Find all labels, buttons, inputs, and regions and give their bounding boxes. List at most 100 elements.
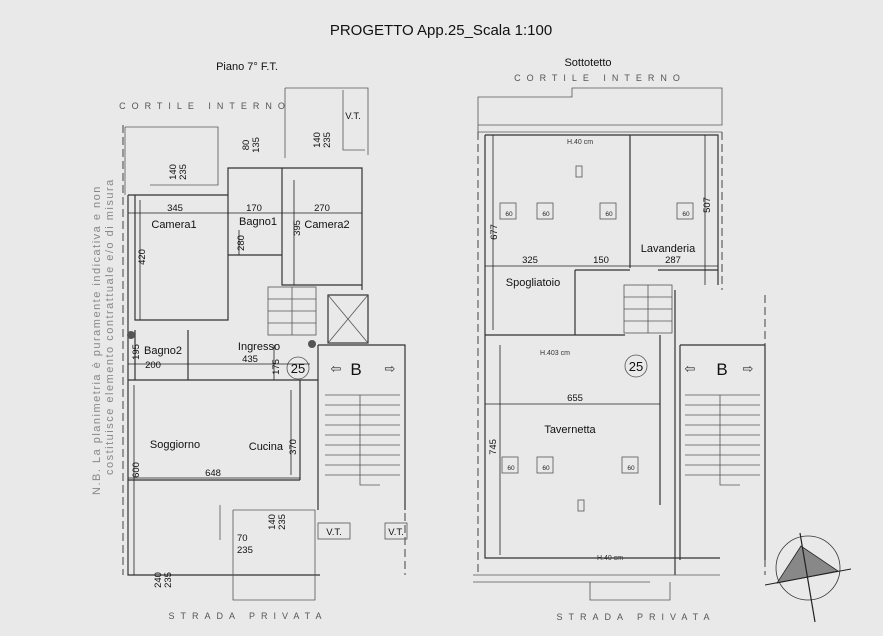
dim-287: 287 bbox=[665, 255, 681, 266]
dim-200: 200 bbox=[145, 360, 161, 371]
dim-600: 600 bbox=[131, 462, 142, 478]
stair-steps bbox=[268, 287, 316, 335]
vt-label: V.T. bbox=[388, 527, 404, 538]
top-balcony bbox=[124, 126, 219, 195]
left-plan-heading: Piano 7° F.T. bbox=[216, 61, 278, 73]
dim-648: 648 bbox=[205, 468, 221, 479]
dim-235: 235 bbox=[178, 164, 189, 180]
room-lavanderia: Lavanderia bbox=[641, 243, 696, 255]
dim-370: 370 bbox=[288, 439, 299, 455]
right-top-label: CORTILE INTERNO bbox=[514, 73, 686, 83]
elevator-cross bbox=[327, 294, 369, 344]
skylight: 60 bbox=[621, 456, 639, 474]
arrow-right-icon: ⇨ bbox=[385, 361, 396, 376]
skylight-size: 60 bbox=[605, 211, 613, 218]
stair-letter: B bbox=[716, 360, 727, 379]
skylight: 60 bbox=[676, 202, 694, 220]
dim-195: 195 bbox=[131, 344, 142, 360]
room-bagno2: Bagno2 bbox=[144, 345, 182, 357]
stair-core-steps bbox=[325, 394, 400, 486]
left-walls bbox=[127, 167, 363, 576]
chimney bbox=[577, 499, 585, 512]
room-ingresso: Ingresso bbox=[238, 341, 280, 353]
skylight: 60 bbox=[501, 456, 519, 474]
dim-435: 435 bbox=[242, 354, 258, 365]
skylight: 60 bbox=[536, 456, 554, 474]
dim-420: 420 bbox=[137, 249, 148, 265]
skylight-size: 60 bbox=[507, 465, 515, 472]
left-plan: Piano 7° F.T. CORTILE INTERNO STRADA PRI… bbox=[119, 61, 408, 621]
height-mid: H.403 cm bbox=[540, 350, 570, 357]
left-dimension-values: 345 170 270 420 280 395 80 135 140 235 1… bbox=[131, 132, 333, 588]
vt-box bbox=[384, 522, 408, 540]
room-spogliatoio: Spogliatoio bbox=[506, 277, 560, 289]
skylight: 60 bbox=[599, 202, 617, 220]
arrow-right-icon: ⇨ bbox=[743, 361, 754, 376]
room-camera2: Camera2 bbox=[304, 219, 349, 231]
stair-core-steps bbox=[685, 394, 760, 486]
skylight-size: 60 bbox=[542, 211, 550, 218]
dim-140: 140 bbox=[312, 132, 323, 148]
dim-677: 677 bbox=[489, 224, 500, 240]
dim-345: 345 bbox=[167, 203, 183, 214]
skylight-size: 60 bbox=[627, 465, 635, 472]
room-bagno1: Bagno1 bbox=[239, 216, 277, 228]
left-top-label: CORTILE INTERNO bbox=[119, 101, 291, 111]
top-vt-room bbox=[284, 87, 369, 158]
stair-core bbox=[317, 344, 406, 510]
left-bottom-label: STRADA PRIVATA bbox=[168, 611, 327, 621]
height-top: H.40 cm bbox=[567, 139, 593, 146]
dim-70: 70 bbox=[237, 533, 248, 544]
arrow-left-icon: ⇦ bbox=[331, 361, 342, 376]
dim-745: 745 bbox=[488, 439, 499, 455]
chimney bbox=[575, 165, 583, 178]
right-walls bbox=[484, 134, 720, 575]
room-camera1: Camera1 bbox=[151, 219, 196, 231]
outer-dashed-wall bbox=[477, 132, 766, 575]
dim-235: 235 bbox=[277, 514, 288, 530]
unit-number: 25 bbox=[629, 359, 643, 374]
dim-280: 280 bbox=[236, 235, 247, 251]
room-tavernetta: Tavernetta bbox=[544, 424, 596, 436]
note-line-1: N.B. La planimetria è puramente indicati… bbox=[91, 185, 103, 495]
arrow-left-icon: ⇦ bbox=[685, 361, 696, 376]
dim-140: 140 bbox=[168, 164, 179, 180]
top-strips bbox=[477, 87, 723, 133]
skylight-size: 60 bbox=[505, 211, 513, 218]
vt-label: V.T. bbox=[326, 527, 342, 538]
right-plan: Sottotetto CORTILE INTERNO STRADA PRIVAT… bbox=[473, 57, 766, 622]
unit-number-circle bbox=[286, 356, 310, 380]
riser-dot-icon bbox=[308, 340, 316, 348]
page-title: PROGETTO App.25_Scala 1:100 bbox=[330, 22, 552, 39]
riser-dot-icon bbox=[127, 331, 135, 339]
room-soggiorno: Soggiorno bbox=[150, 439, 200, 451]
note-line-2: costituisce elemento contrattuale e/o di… bbox=[104, 178, 116, 475]
stair-letter: B bbox=[350, 360, 361, 379]
dim-240: 240 bbox=[153, 572, 164, 588]
height-bottom: H.40 cm bbox=[597, 555, 623, 562]
dim-325: 325 bbox=[522, 255, 538, 266]
bottom-balcony bbox=[219, 505, 316, 601]
dim-395: 395 bbox=[292, 220, 303, 236]
vt-label-top: V.T. bbox=[345, 111, 361, 122]
dim-655: 655 bbox=[567, 393, 583, 404]
bottom-strips bbox=[473, 574, 720, 601]
stair-core bbox=[679, 344, 766, 560]
stair-steps bbox=[624, 285, 672, 333]
elevator-shaft bbox=[327, 294, 369, 344]
dim-507: 507 bbox=[702, 197, 713, 213]
dim-235: 235 bbox=[322, 132, 333, 148]
dimension-lines bbox=[128, 180, 362, 575]
right-bottom-label: STRADA PRIVATA bbox=[556, 612, 715, 622]
skylight-size: 60 bbox=[682, 211, 690, 218]
right-plan-heading: Sottotetto bbox=[564, 57, 611, 69]
north-compass-icon bbox=[764, 532, 852, 623]
skylight: 60 bbox=[536, 202, 554, 220]
skylight-size: 60 bbox=[542, 465, 550, 472]
dimension-lines bbox=[485, 135, 718, 555]
dim-235: 235 bbox=[237, 545, 253, 556]
dim-135: 135 bbox=[251, 137, 262, 153]
room-cucina: Cucina bbox=[249, 441, 284, 453]
vt-box bbox=[317, 522, 351, 540]
